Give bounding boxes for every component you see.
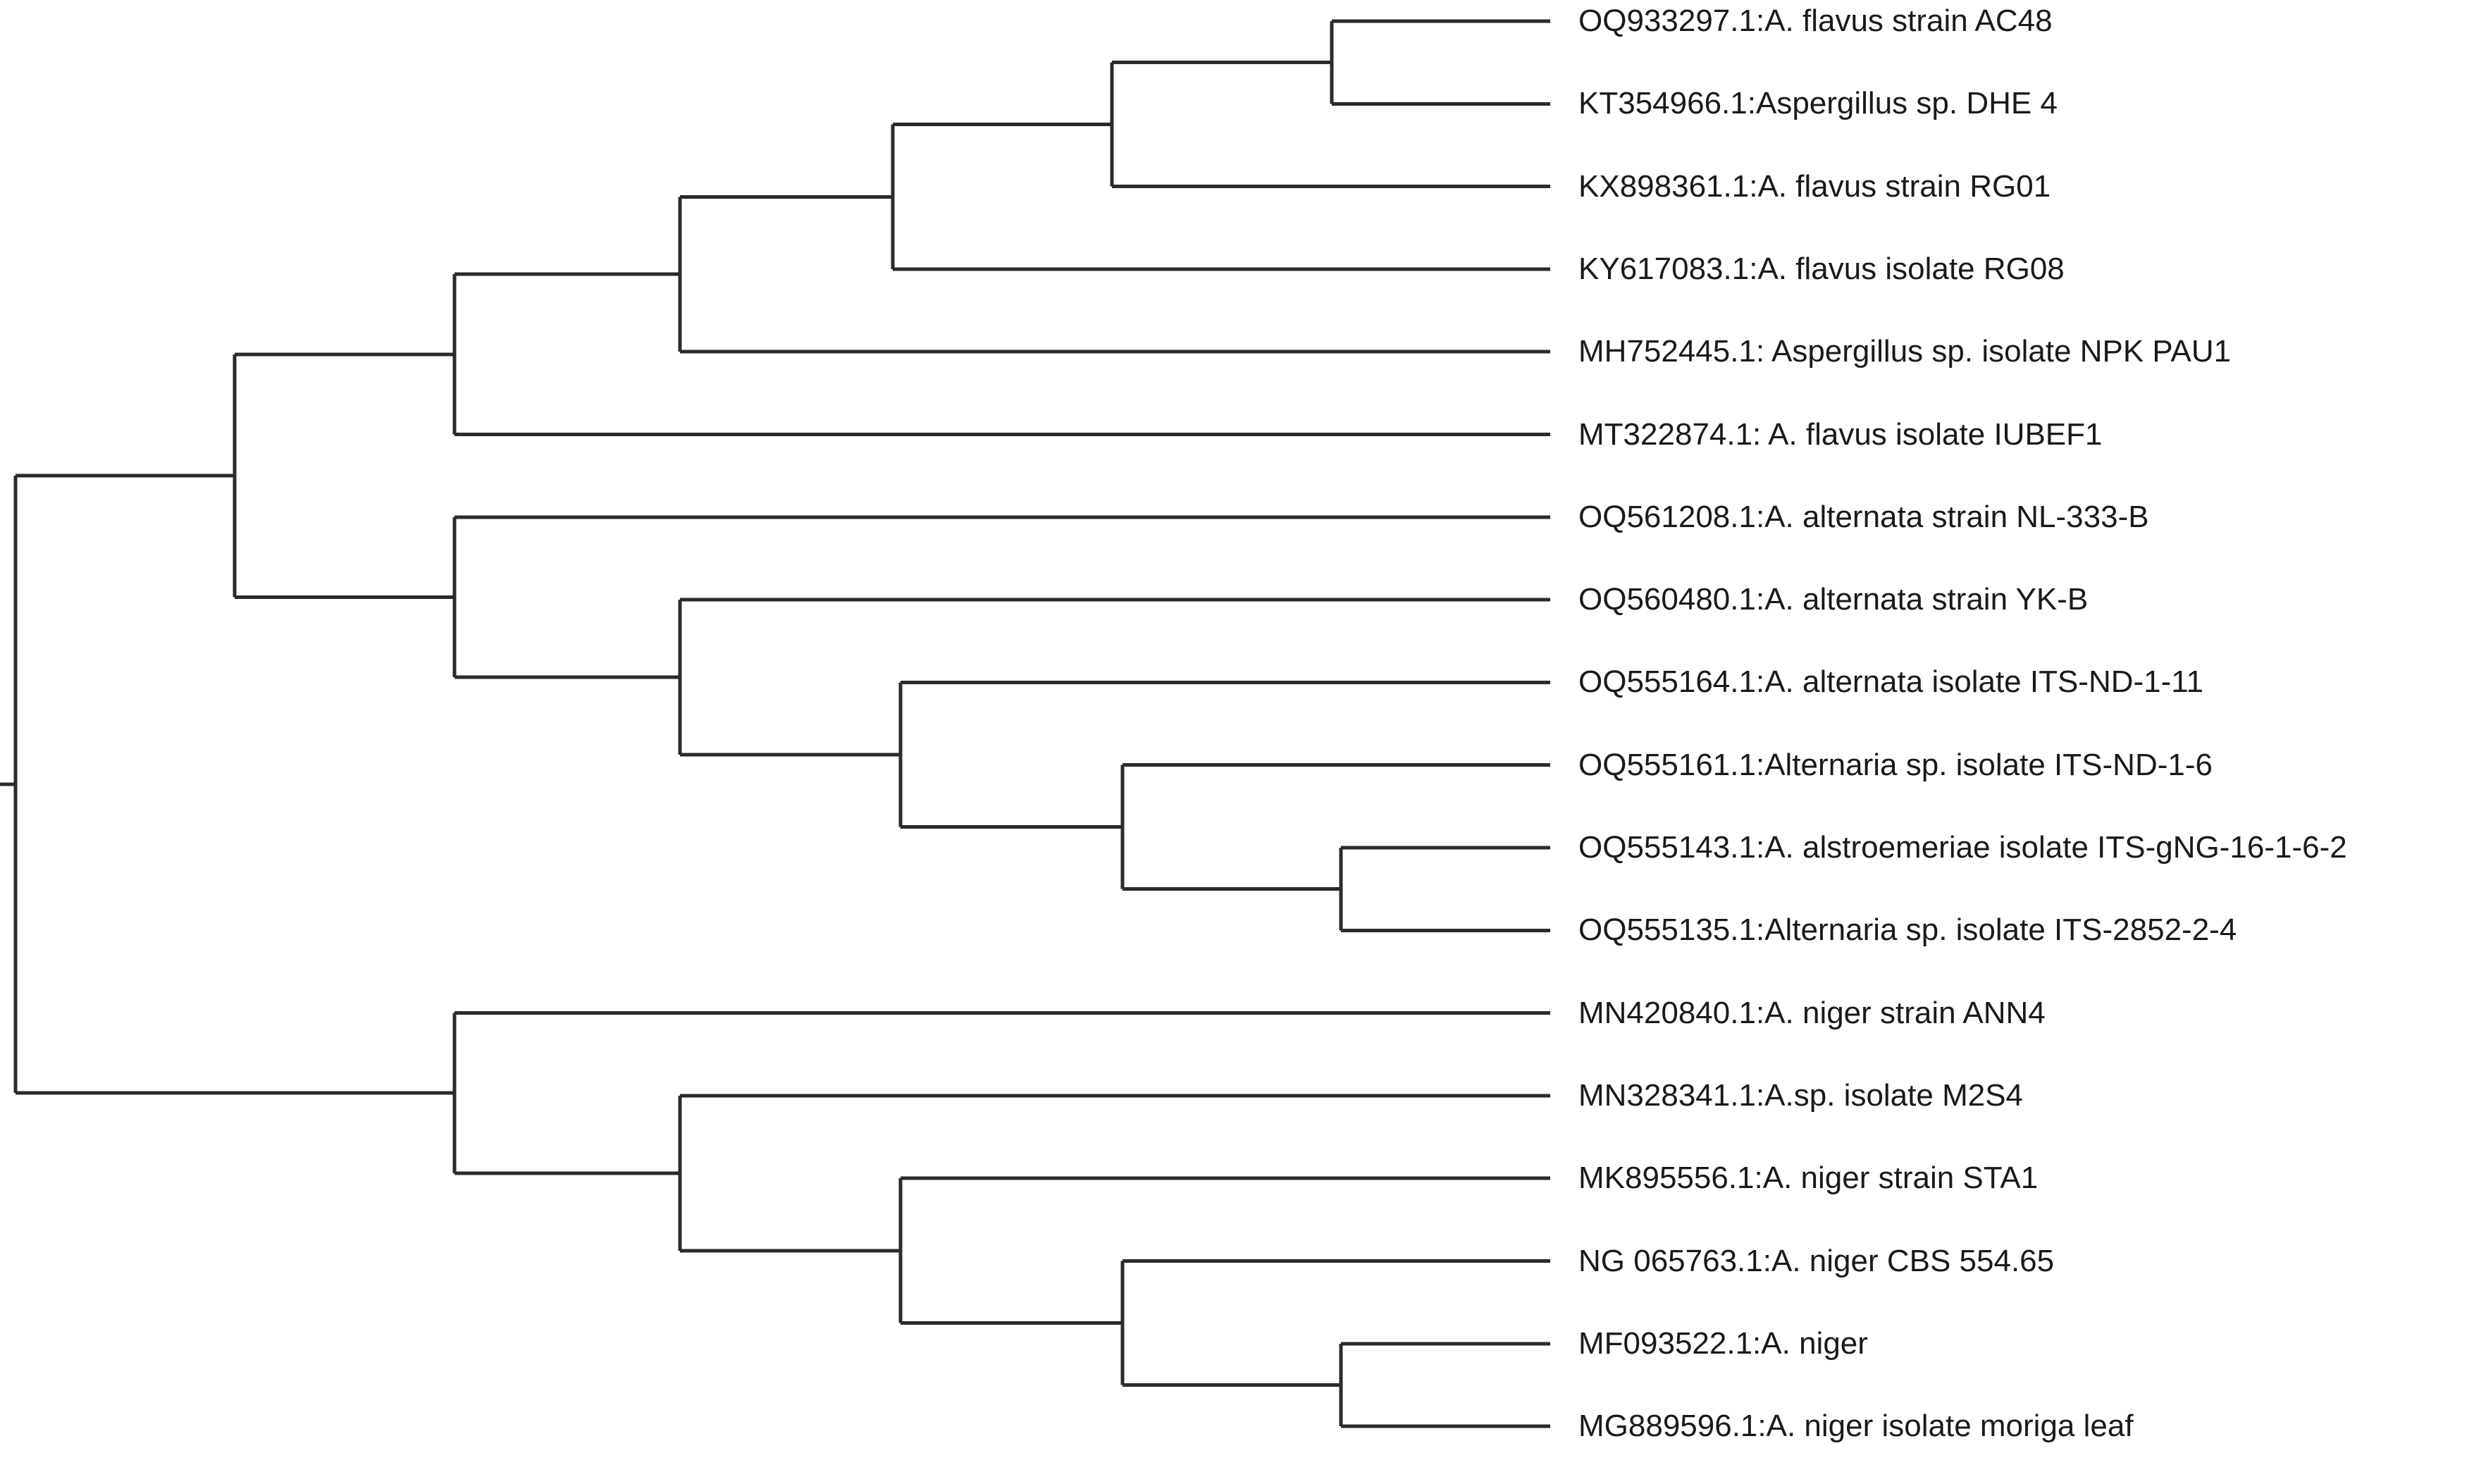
leaf-label: OQ561208.1:A. alternata strain NL-333-B bbox=[1578, 499, 2149, 534]
leaf-label: OQ555143.1:A. alstroemeriae isolate ITS-… bbox=[1578, 830, 2347, 865]
leaf-label: MG889596.1:A. niger isolate moriga leaf bbox=[1578, 1409, 2134, 1444]
leaf-label: MT322874.1: A. flavus isolate IUBEF1 bbox=[1578, 416, 2103, 452]
leaf-label: MK895556.1:A. niger strain STA1 bbox=[1578, 1161, 2039, 1196]
leaf-label: OQ555135.1:Alternaria sp. isolate ITS-28… bbox=[1578, 913, 2237, 948]
leaf-label: MF093522.1:A. niger bbox=[1578, 1325, 1868, 1361]
leaf-label: NG 065763.1:A. niger CBS 554.65 bbox=[1578, 1243, 2055, 1278]
leaf-label: KY617083.1:A. flavus isolate RG08 bbox=[1578, 251, 2065, 286]
leaf-label: MN420840.1:A. niger strain ANN4 bbox=[1578, 995, 2046, 1030]
leaf-label: KT354966.1:Aspergillus sp. DHE 4 bbox=[1578, 86, 2058, 121]
leaf-label: KX898361.1:A. flavus strain RG01 bbox=[1578, 168, 2051, 204]
leaf-label: OQ560480.1:A. alternata strain YK-B bbox=[1578, 582, 2089, 617]
leaf-label: OQ555164.1:A. alternata isolate ITS-ND-1… bbox=[1578, 664, 2203, 700]
leaf-label: MN328341.1:A.sp. isolate M2S4 bbox=[1578, 1077, 2024, 1113]
leaf-label: MH752445.1: Aspergillus sp. isolate NPK … bbox=[1578, 334, 2232, 369]
leaf-label: OQ555161.1:Alternaria sp. isolate ITS-ND… bbox=[1578, 747, 2213, 782]
leaf-label: OQ933297.1:A. flavus strain AC48 bbox=[1578, 4, 2053, 38]
